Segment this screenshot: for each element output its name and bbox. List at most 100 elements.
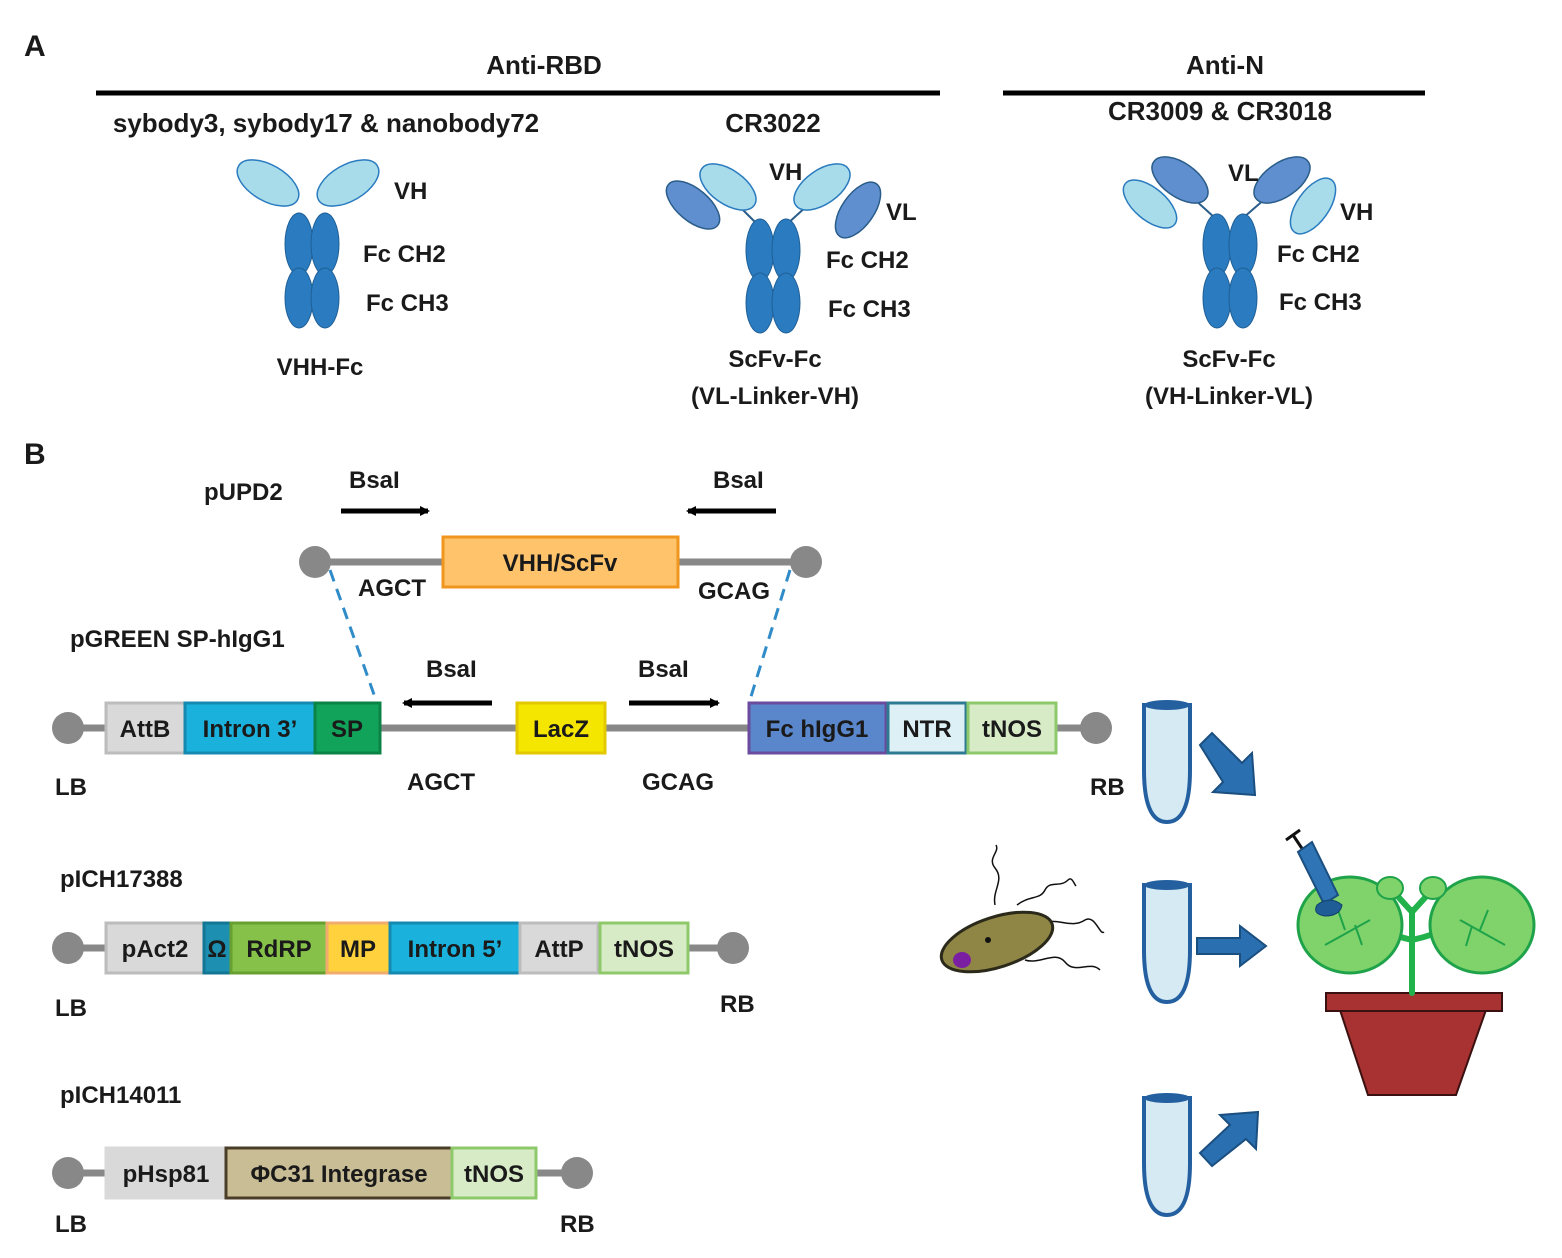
ligation-guide-right	[747, 569, 792, 704]
agrobacterium-icon	[939, 844, 1105, 974]
fc-ch2-left	[745, 218, 775, 282]
fc-ch2-left	[1202, 213, 1232, 277]
construct-name-scfv-fc-2: ScFv-Fc	[1182, 346, 1275, 373]
plasmid-name-pich14011: pICH14011	[60, 1082, 181, 1109]
label-fc-ch2-3: Fc CH2	[1277, 241, 1360, 268]
vhh-fc-antibody	[236, 159, 380, 329]
segment-label-tnos: tNOS	[982, 716, 1042, 743]
segment-pact2	[104, 921, 206, 975]
segment-label-sp: SP	[331, 716, 363, 743]
fc-ch3-left	[1202, 267, 1232, 329]
segment-tnos	[966, 701, 1058, 755]
segment-label-phic31-integrase: ΦC31 Integrase	[250, 1161, 427, 1188]
label-vl-2: VL	[886, 199, 917, 226]
segment-label-pact2: pAct2	[122, 936, 189, 963]
vh-domain-left	[236, 159, 300, 207]
arrow-up-right-icon	[1198, 1110, 1260, 1168]
vh-domain-left	[699, 163, 757, 211]
lb-label-pich17388: LB	[55, 995, 87, 1022]
fc-ch2-right	[310, 212, 340, 276]
group-title-anti-n: Anti-N	[1186, 50, 1264, 80]
label-vh-2: VH	[769, 159, 802, 186]
construct-name-scfv-fc-1: ScFv-Fc	[728, 346, 821, 373]
segment-label-omega: Ω	[207, 936, 226, 963]
label-fc-ch3-2: Fc CH3	[828, 296, 911, 323]
segment-sp	[313, 701, 382, 755]
bsai-label-pgreen-right: BsaI	[638, 656, 689, 683]
fc-ch2-left	[284, 212, 314, 276]
lb-label-pgreen: LB	[55, 774, 87, 801]
segment-label-ntr: NTR	[902, 716, 951, 743]
label-fc-ch3-3: Fc CH3	[1279, 289, 1362, 316]
pupd2-end-left	[299, 546, 331, 578]
fc-ch3-right	[1228, 267, 1258, 329]
vh-domain-right	[1289, 177, 1337, 235]
label-fc-ch3-1: Fc CH3	[366, 290, 449, 317]
fc-ch2-right	[1228, 213, 1258, 277]
label-fc-ch2-1: Fc CH2	[363, 241, 446, 268]
construct-header-cr3009: CR3009 & CR3018	[1108, 96, 1332, 126]
segment-tnos-2	[598, 921, 690, 975]
segment-phic31-integrase	[224, 1146, 454, 1200]
segment-label-phsp81: pHsp81	[123, 1161, 210, 1188]
plasmid-name-pich17388: pICH17388	[60, 866, 183, 893]
bsai-label-pupd2-left: BsaI	[349, 467, 400, 494]
overhang-gcag-pgreen: GCAG	[642, 769, 714, 796]
ligation-guide-left	[328, 569, 379, 704]
segment-label-mp: MP	[340, 936, 376, 963]
rb-label-pgreen: RB	[1090, 774, 1125, 801]
segment-label-intron3: Intron 3’	[203, 716, 298, 743]
pich14011-rb-end	[561, 1157, 593, 1189]
vh-domain-left	[1122, 179, 1178, 229]
segment-label-intron5: Intron 5’	[408, 936, 503, 963]
fc-ch3-left	[284, 267, 314, 329]
arrow-right-icon	[1196, 923, 1268, 969]
lb-label-pich14011: LB	[55, 1211, 87, 1238]
construct-name-vhh-fc: VHH-Fc	[277, 354, 364, 381]
pich17388-rb-end	[717, 932, 749, 964]
segment-mp	[325, 921, 392, 975]
overhang-agct-pupd2: AGCT	[358, 575, 426, 602]
vl-domain-right	[1253, 156, 1311, 204]
fc-ch3-left	[745, 272, 775, 334]
segment-rdrp	[229, 921, 329, 975]
segment-intron5	[388, 921, 522, 975]
insert-vhh-scfv	[441, 535, 680, 589]
pupd2-end-right	[790, 546, 822, 578]
vh-domain-right	[316, 159, 380, 207]
overhang-gcag-pupd2: GCAG	[698, 578, 770, 605]
rb-label-pich14011: RB	[560, 1211, 595, 1238]
segment-label-lacz: LacZ	[533, 716, 589, 743]
rb-label-pich17388: RB	[720, 991, 755, 1018]
vl-domain-left	[665, 180, 721, 230]
construct-header-vhh: sybody3, sybody17 & nanobody72	[113, 108, 539, 138]
label-vh-3: VH	[1340, 199, 1373, 226]
bsai-label-pgreen-left: BsaI	[426, 656, 477, 683]
construct-subname-vl-linker-vh: (VL-Linker-VH)	[691, 383, 859, 410]
label-vh-1: VH	[394, 178, 427, 205]
tube-icon	[1142, 700, 1192, 825]
segment-label-attp: AttP	[534, 936, 583, 963]
tube-icon	[1142, 880, 1192, 1005]
pich17388-lb-end	[52, 932, 84, 964]
vl-domain-right	[834, 181, 882, 239]
fc-ch3-right	[310, 267, 340, 329]
segment-label-rdrp: RdRP	[246, 936, 311, 963]
plasmid-name-pupd2: pUPD2	[204, 479, 283, 506]
insert-label: VHH/ScFv	[503, 550, 618, 577]
pich14011-lb-end	[52, 1157, 84, 1189]
construct-subname-vh-linker-vl: (VH-Linker-VL)	[1145, 383, 1313, 410]
arrow-down-right-icon	[1198, 731, 1257, 797]
vl-domain-left	[1151, 156, 1209, 204]
pgreen-lb-end	[52, 712, 84, 744]
segment-tnos-3	[450, 1146, 538, 1200]
tube-icon	[1142, 1093, 1192, 1218]
scfv-fc-antibody-vl-vh	[665, 163, 882, 334]
vh-domain-right	[793, 163, 851, 211]
syringe-icon	[1285, 828, 1343, 917]
segment-label-fc-higg1: Fc hIgG1	[766, 716, 869, 743]
construct-header-cr3022: CR3022	[725, 108, 820, 138]
segment-fc-higg1	[747, 701, 888, 755]
pgreen-rb-end	[1080, 712, 1112, 744]
segment-label-tnos-2: tNOS	[614, 936, 674, 963]
